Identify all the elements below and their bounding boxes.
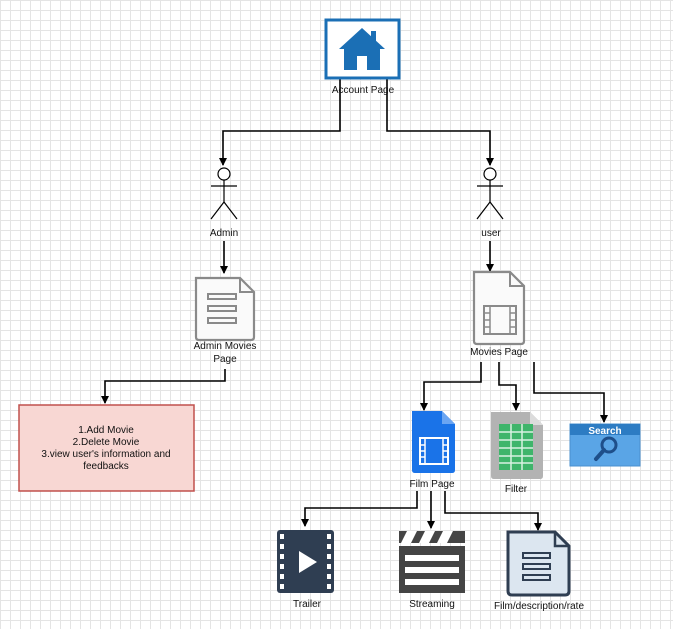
admin-action-line-3: 3.view user's information and xyxy=(41,449,170,460)
search-label: Search xyxy=(588,426,621,437)
edge-movies-film xyxy=(420,362,482,411)
filter-label: Filter xyxy=(505,484,528,495)
edge-movies-search xyxy=(533,362,608,423)
admin-action-line-4: feedbacks xyxy=(83,461,129,472)
edge-film-description xyxy=(444,491,542,531)
stick-figure-icon xyxy=(476,167,504,220)
streaming-node[interactable]: Streaming xyxy=(399,531,465,610)
edges xyxy=(101,78,608,531)
streaming-label: Streaming xyxy=(409,599,455,610)
stick-figure-icon xyxy=(210,167,238,220)
film-page-node[interactable]: Film Page xyxy=(409,411,455,490)
spreadsheet-icon xyxy=(491,412,543,479)
trailer-node[interactable]: Trailer xyxy=(277,530,334,610)
account-page-label: Account Page xyxy=(332,85,395,96)
admin-movies-label-line1: Admin Movies xyxy=(194,341,257,352)
edge-movies-filter xyxy=(498,362,520,411)
video-file-icon xyxy=(412,411,455,473)
filter-node[interactable]: Filter xyxy=(491,412,543,495)
admin-actions-frame xyxy=(18,404,195,492)
video-file-icon xyxy=(472,270,526,346)
edge-film-trailer xyxy=(301,491,418,527)
edge-account-user xyxy=(386,78,494,166)
admin-action-line-1: 1.Add Movie xyxy=(78,425,134,436)
house-icon xyxy=(339,28,385,70)
document-icon xyxy=(194,276,256,342)
document-icon xyxy=(506,530,571,597)
edge-account-admin xyxy=(219,78,341,166)
film-description-label: Film/description/rate xyxy=(494,601,584,612)
edge-admin-movies-actions xyxy=(101,369,226,404)
clapperboard-icon xyxy=(399,531,465,593)
admin-action-line-2: 2.Delete Movie xyxy=(73,437,140,448)
movies-page-label: Movies Page xyxy=(470,347,528,358)
search-node[interactable]: Search xyxy=(569,423,641,467)
trailer-label: Trailer xyxy=(293,599,322,610)
film-description-node[interactable]: Film/description/rate xyxy=(494,530,584,612)
film-page-label: Film Page xyxy=(409,479,454,490)
admin-label: Admin xyxy=(210,228,238,239)
user-actor-node[interactable]: user xyxy=(476,167,504,239)
search-header xyxy=(570,424,640,435)
admin-actor-node[interactable]: Admin xyxy=(210,167,238,239)
admin-actions-box[interactable]: 1.Add Movie 2.Delete Movie 3.view user's… xyxy=(18,404,195,492)
admin-movies-page-node[interactable]: Admin Movies Page xyxy=(194,276,257,365)
user-label: user xyxy=(481,228,501,239)
admin-movies-label-line2: Page xyxy=(213,354,237,365)
account-page-node[interactable]: Account Page xyxy=(324,18,401,96)
video-play-icon xyxy=(277,530,334,593)
search-icon xyxy=(594,436,618,461)
movies-page-node[interactable]: Movies Page xyxy=(470,270,528,358)
